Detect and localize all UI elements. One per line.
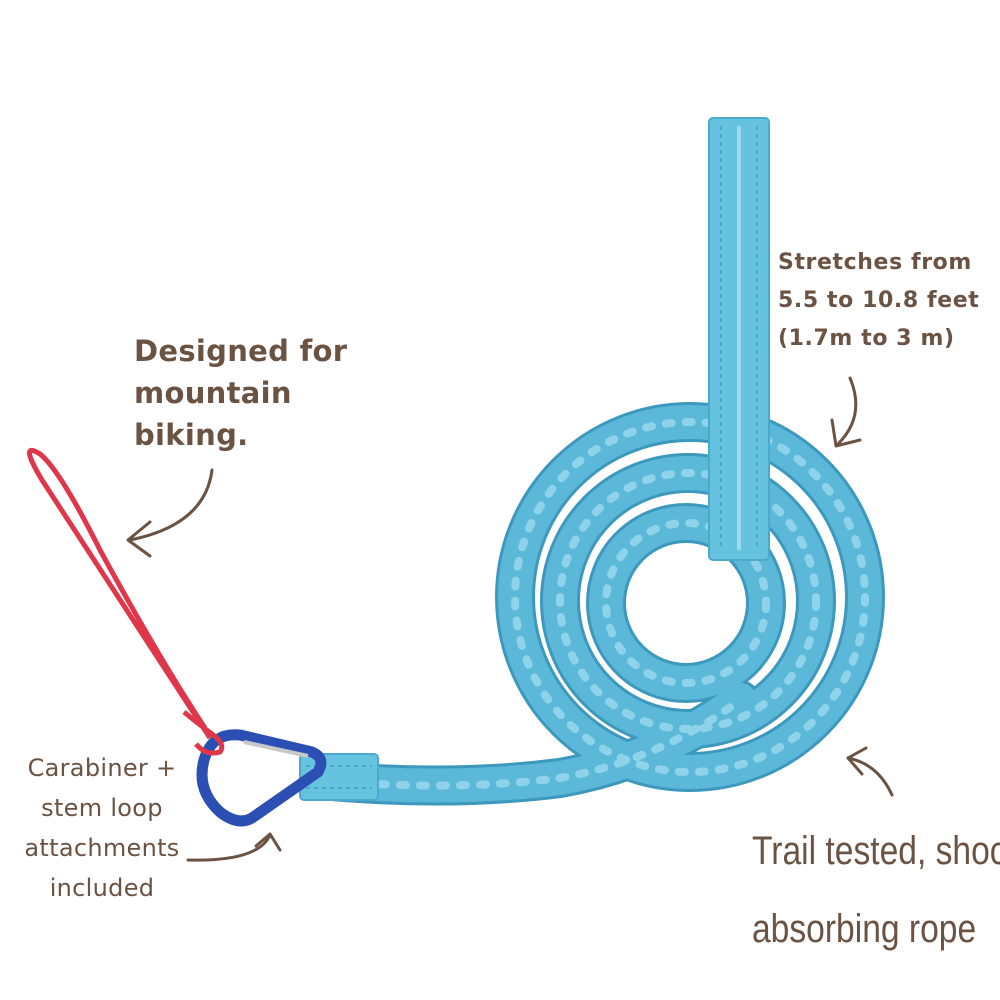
caption-line: Carabiner + — [27, 754, 177, 782]
curved-arrow-icon — [846, 746, 894, 797]
caption-line: stem loop — [41, 794, 163, 822]
caption-line: included — [49, 874, 155, 902]
caption-line: Stretches from — [778, 250, 972, 275]
carabiner — [196, 729, 327, 827]
handle-strap — [708, 117, 770, 561]
caption-line: 5.5 to 10.8 feet — [778, 288, 980, 313]
trail-tested-caption: Trail tested, shock absorbing rope — [752, 812, 1000, 968]
stretch-caption: Stretches from 5.5 to 10.8 feet (1.7m to… — [778, 244, 979, 358]
caption-line: Trail tested, shock — [752, 829, 1000, 873]
caption-line: mountain — [134, 376, 292, 410]
caption-line: biking. — [134, 418, 249, 452]
curved-arrow-icon — [186, 832, 282, 862]
caption-line: absorbing rope — [752, 907, 977, 951]
curved-arrow-icon — [126, 468, 214, 558]
mountain-biking-caption: Designed for mountain biking. — [134, 330, 347, 456]
curved-arrow-icon — [830, 376, 862, 448]
caption-line: Designed for — [134, 334, 348, 368]
caption-line: (1.7m to 3 m) — [778, 326, 955, 351]
caption-line: attachments — [24, 834, 180, 862]
carabiner-caption: Carabiner + stem loop attachments includ… — [6, 748, 198, 908]
bungee-coil — [300, 402, 885, 806]
callout-arrows — [126, 376, 894, 862]
stem-loop — [27, 447, 225, 756]
